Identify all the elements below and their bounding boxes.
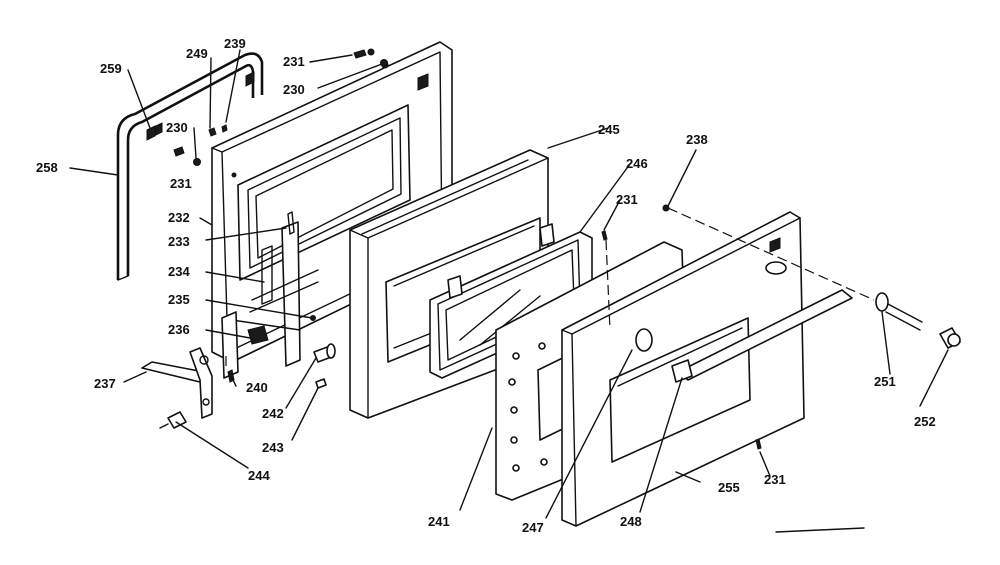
label-249: 249 (186, 46, 208, 61)
part-237-244-latch (141, 347, 235, 429)
label-246: 246 (626, 156, 648, 171)
part-242-243-pins (313, 343, 336, 389)
label-247: 247 (522, 520, 544, 535)
leader-lines (69, 49, 949, 533)
part-238-231-right-screws (601, 204, 762, 450)
label-231-top: 231 (283, 54, 305, 69)
label-242: 242 (262, 406, 284, 421)
part-233-234-235-hinge (221, 211, 319, 379)
alignment-lines (225, 207, 875, 370)
label-231-left: 231 (170, 176, 192, 191)
label-236: 236 (168, 322, 190, 337)
label-235: 235 (168, 292, 190, 307)
label-234: 234 (168, 264, 190, 279)
label-230-top: 230 (283, 82, 305, 97)
label-243: 243 (262, 440, 284, 455)
label-239: 239 (224, 36, 246, 51)
label-259: 259 (100, 61, 122, 76)
part-258-gasket (116, 52, 264, 281)
label-237: 237 (94, 376, 116, 391)
part-230-231-screws (173, 48, 388, 166)
label-245: 245 (598, 122, 620, 137)
label-233: 233 (168, 234, 190, 249)
label-238: 238 (686, 132, 708, 147)
part-248-handle (635, 261, 853, 383)
label-232: 232 (168, 210, 190, 225)
label-231-mid: 231 (616, 192, 638, 207)
label-255: 255 (718, 480, 740, 495)
label-231-bottom: 231 (764, 472, 786, 487)
label-252: 252 (914, 414, 936, 429)
label-258: 258 (36, 160, 58, 175)
part-labels: 259 249 239 231 230 230 231 258 232 233 … (36, 36, 936, 535)
label-248: 248 (620, 514, 642, 529)
label-244: 244 (248, 468, 270, 483)
part-251-252-knob (875, 292, 961, 349)
label-251: 251 (874, 374, 896, 389)
label-241: 241 (428, 514, 450, 529)
label-230-left: 230 (166, 120, 188, 135)
label-240: 240 (246, 380, 268, 395)
